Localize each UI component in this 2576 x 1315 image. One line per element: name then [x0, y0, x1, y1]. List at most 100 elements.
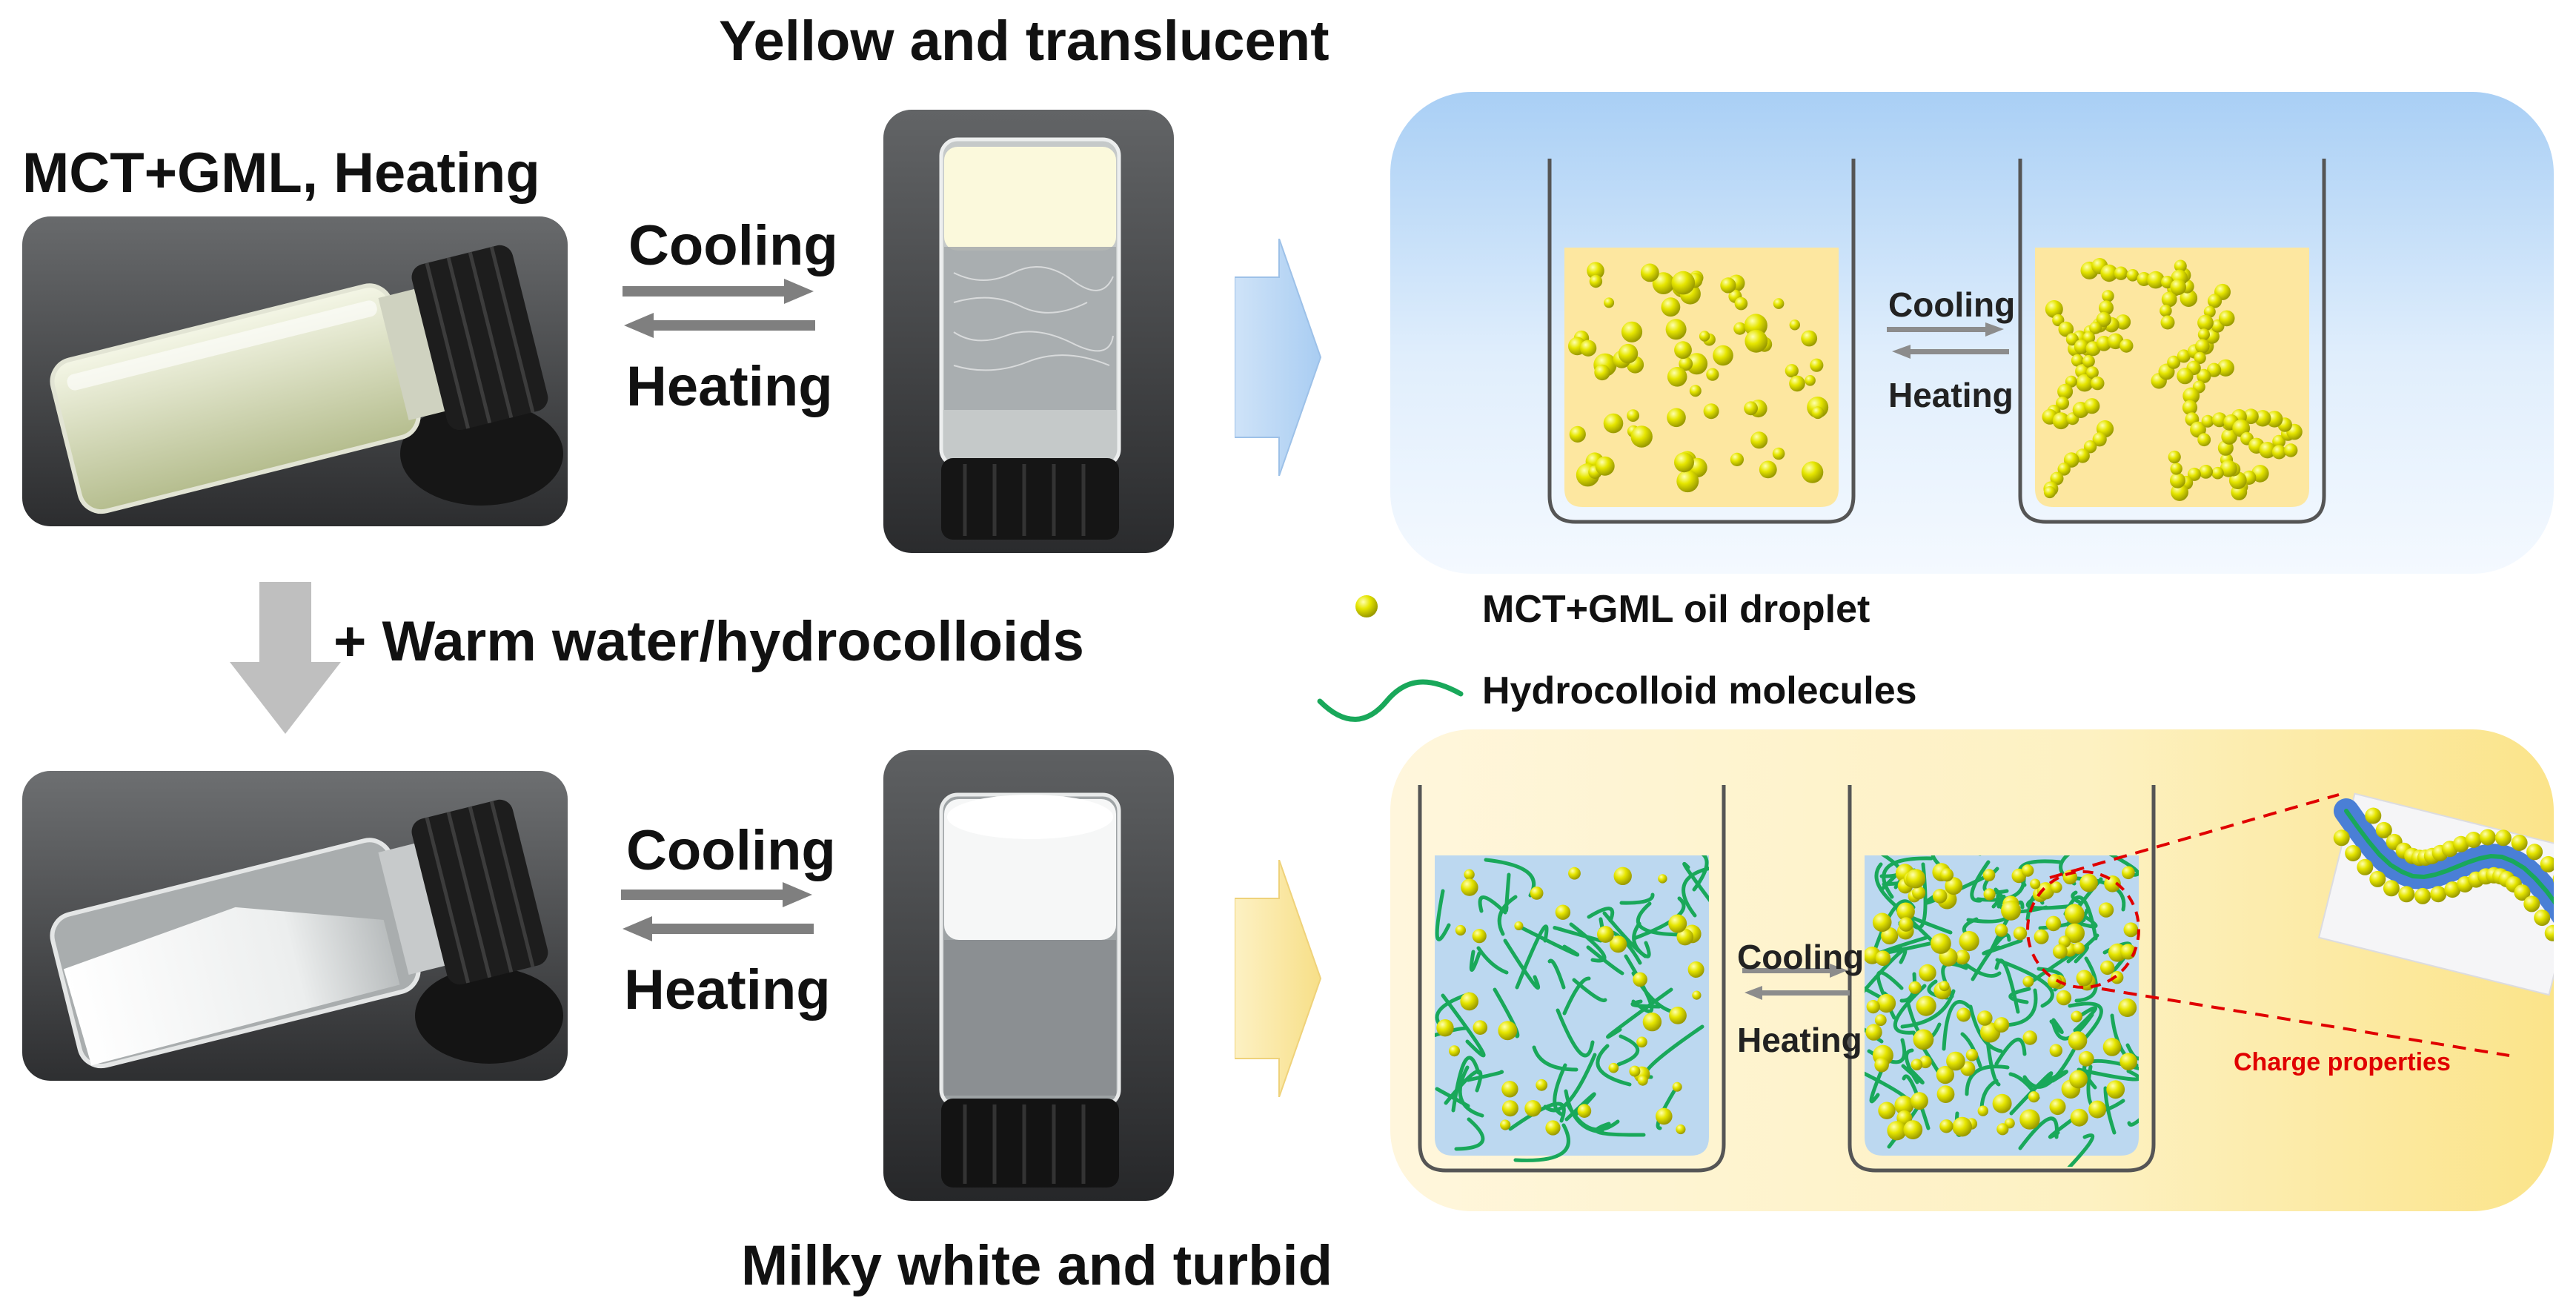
oil-droplet: [2187, 467, 2201, 481]
oil-droplet: [2118, 998, 2137, 1017]
charge-properties-label: Charge properties: [2234, 1048, 2451, 1076]
oil-droplet: [2049, 1044, 2062, 1057]
oil-droplet: [2197, 368, 2211, 383]
oil-droplet: [2091, 376, 2105, 391]
oil-droplet: [2161, 291, 2177, 308]
oil-droplet: [1658, 874, 1667, 884]
photo-milky-heated-vial: [22, 771, 568, 1081]
oil-droplet: [2074, 339, 2089, 354]
oil-droplet: [2398, 886, 2415, 903]
oil-droplet: [1789, 319, 1800, 331]
oil-droplet: [1668, 914, 1687, 933]
oil-droplet: [2102, 290, 2114, 302]
oil-droplet: [2170, 472, 2185, 488]
hydrocolloid-strand: [1547, 958, 1566, 990]
oil-droplet: [1676, 470, 1699, 493]
oil-droplet: [2333, 829, 2350, 847]
hydrocolloid-strand: [1965, 1064, 2010, 1096]
oil-droplet: [2369, 870, 2386, 887]
hydrocolloid-strand: [1619, 892, 1655, 905]
oil-droplet: [2086, 366, 2099, 379]
oil-droplet: [2064, 904, 2085, 924]
oil-droplet: [1699, 331, 1710, 342]
oil-droplet: [1656, 1107, 1673, 1125]
oil-droplet: [2126, 269, 2140, 282]
hydrocolloid-strand: [1882, 856, 1933, 899]
oil-droplet: [2084, 398, 2100, 414]
oil-droplet: [2088, 1100, 2107, 1119]
oil-droplet: [2049, 1099, 2066, 1116]
oil-droplet: [2022, 976, 2034, 987]
hydrocolloid-strand: [1924, 874, 1989, 905]
oil-droplet: [2444, 881, 2461, 898]
oil-droplet: [1908, 981, 1922, 994]
beaker-outline: [1418, 785, 1726, 1173]
oil-droplet: [1956, 1007, 1971, 1022]
hydrocolloid-strand: [2125, 1043, 2139, 1061]
hydrocolloid-strand: [2344, 809, 2554, 905]
oil-droplet: [1896, 902, 1915, 921]
hydrocolloid-strand: [2068, 1001, 2103, 1039]
oil-droplet: [1952, 1116, 1972, 1137]
hydrocolloid-strand: [1497, 895, 1518, 936]
hydrocolloid-strand: [1976, 874, 2026, 902]
oil-droplet: [1672, 1082, 1682, 1092]
oil-droplet: [2194, 351, 2206, 364]
oil-droplet: [1706, 368, 1719, 381]
oil-droplet: [1903, 1120, 1923, 1139]
hydrocolloid-strand: [2051, 1013, 2094, 1041]
oil-droplet: [1946, 1051, 1965, 1071]
hydrocolloid-strand: [2022, 1048, 2076, 1089]
hydrocolloid-strand: [1569, 922, 1607, 963]
oil-droplet: [2065, 375, 2077, 388]
oil-droplet: [1931, 933, 1951, 954]
oil-droplet: [1734, 297, 1748, 311]
oil-droplet: [2147, 271, 2165, 289]
hydrocolloid-strand: [1520, 926, 1580, 957]
oil-droplet: [2063, 452, 2079, 468]
oil-droplet: [1801, 330, 1818, 347]
oil-droplet: [2100, 960, 2115, 976]
hydrocolloid-strand: [1469, 950, 1481, 972]
hydrocolloid-strand: [1899, 972, 1916, 1003]
add-step-label: + Warm water/hydrocolloids: [333, 610, 1084, 673]
hydrocolloid-strand: [1556, 1008, 1595, 1058]
oil-droplet: [1568, 867, 1581, 880]
photo-arrow-bottom-icon: [621, 882, 814, 941]
oil-droplet: [1994, 924, 2008, 937]
oil-droplet: [1939, 1119, 1953, 1133]
oil-droplet: [2220, 460, 2237, 477]
oil-droplet: [1610, 935, 1627, 953]
oil-droplet: [2254, 410, 2271, 427]
oil-droplet: [2375, 821, 2392, 838]
oil-droplet: [2174, 259, 2187, 273]
panel-top-cooling-label: Cooling: [1888, 285, 2016, 324]
oil-droplet: [1621, 321, 1643, 342]
oil-droplet: [1498, 1021, 1518, 1041]
oil-droplet: [1894, 1096, 1914, 1116]
oil-droplet: [2182, 387, 2200, 405]
oil-droplet: [2383, 880, 2400, 897]
oil-droplet: [1449, 1045, 1460, 1057]
hydrocolloid-strand: [1513, 1123, 1570, 1162]
hydrocolloid-strand: [1994, 1037, 2027, 1066]
left-title: MCT+GML, Heating: [22, 142, 540, 205]
oil-droplet: [2047, 974, 2062, 989]
beaker-outline: [1848, 785, 2156, 1173]
photo-arrow-bottom-heating-label: Heating: [624, 958, 831, 1021]
hydrocolloid-strand: [1979, 1079, 1999, 1110]
oil-droplet: [2243, 408, 2259, 425]
hydrocolloid-strand: [1931, 855, 1982, 870]
oil-droplet: [1745, 329, 1768, 353]
oil-droplet: [1652, 272, 1675, 294]
oil-droplet: [1676, 1124, 1686, 1135]
oil-droplet: [2160, 315, 2175, 330]
oil-droplet: [1630, 425, 1653, 448]
oil-droplet: [1589, 274, 1603, 288]
down-arrow-icon: [230, 582, 341, 734]
oil-droplet: [1530, 887, 1544, 900]
hydrocolloid-strand: [2127, 1118, 2139, 1127]
oil-droplet: [1919, 964, 1936, 982]
oil-droplet: [1872, 912, 1892, 933]
oil-droplet: [2096, 311, 2111, 327]
